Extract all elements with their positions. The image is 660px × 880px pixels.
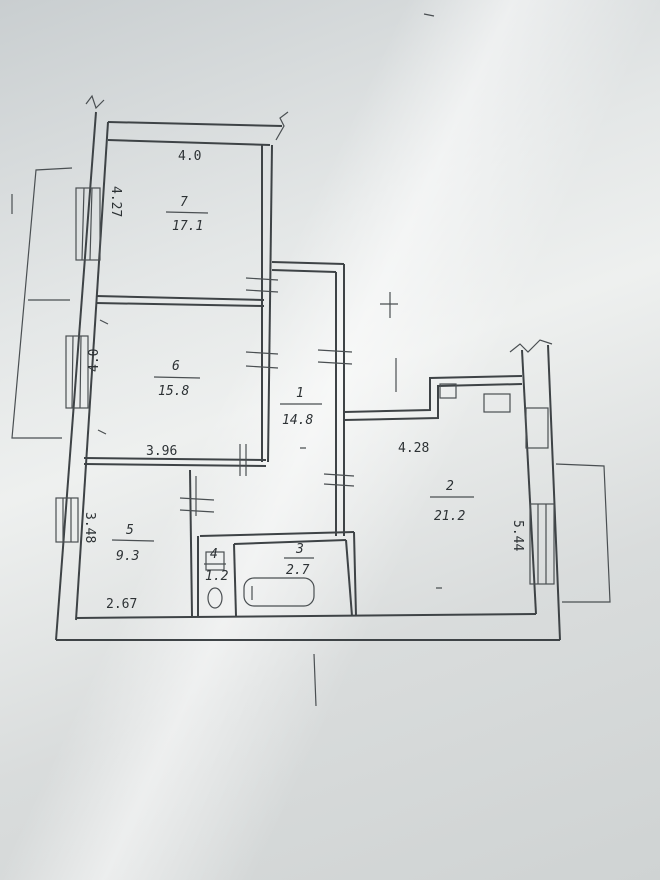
break-mark-top-left: [85, 94, 105, 110]
dim-room7-width: 4.0: [178, 149, 201, 164]
room-4-number: 4: [210, 547, 218, 562]
dimension-labels: 4.0 4.27 4.0 3.96 4.28 5.44 3.48 2.67: [82, 149, 525, 612]
balcony-right: [555, 463, 611, 603]
break-mark-right: [509, 339, 553, 353]
room-1-number: 1: [296, 386, 304, 401]
wall-corridor-top-b: [271, 269, 337, 273]
wall-room2-top-a: [343, 375, 523, 413]
wall-room2-right-b: [547, 344, 561, 641]
walls: [55, 111, 561, 641]
wall-6-5-a: [83, 457, 267, 461]
room-7-area: 17.1: [172, 219, 203, 234]
room-1-area: 14.8: [282, 413, 313, 428]
sink-icon: [439, 383, 457, 399]
dim-room6-width: 3.96: [146, 444, 177, 459]
window-room6: [65, 335, 89, 409]
dim-room7-depth: 4.27: [108, 186, 123, 217]
stove-icon: [483, 393, 511, 413]
outer-wall-top-inner: [107, 139, 271, 146]
outer-wall-top-outer: [107, 121, 283, 127]
wall-6-5-b: [83, 463, 267, 467]
room-3-area: 2.7: [286, 563, 310, 578]
dim-room2-width: 4.28: [398, 441, 429, 456]
toilet-icon: [207, 587, 223, 609]
wall-bath-right-a: [345, 539, 353, 617]
wall-corridor-top-a: [271, 261, 345, 265]
outer-wall-left-outer: [55, 111, 97, 641]
wall-room2-top-b: [343, 383, 523, 421]
break-marks: [85, 13, 553, 353]
wall-wc-right: [233, 543, 237, 617]
room-6-area: 15.8: [158, 384, 189, 399]
wall-room2-right-a: [521, 349, 537, 615]
room-2-number: 2: [446, 479, 454, 494]
room-labels: 7 17.1 6 15.8 1 14.8 2 21.2 5 9.3 4 1.2 …: [116, 195, 465, 584]
room-3-number: 3: [295, 542, 304, 557]
bathtub-icon: [243, 577, 315, 607]
wc-cistern-icon: [205, 551, 225, 571]
fixtures: [205, 383, 511, 609]
break-mark-top-right: [275, 111, 289, 141]
window-room7: [75, 187, 101, 261]
room-4-area: 1.2: [205, 569, 229, 584]
room-6-number: 6: [172, 359, 180, 374]
wall-room7-right-b: [267, 144, 273, 463]
outer-wall-bottom-inner: [75, 613, 537, 619]
room-5-number: 5: [126, 523, 134, 538]
balconies: [11, 167, 611, 603]
window-room2-upper: [525, 407, 549, 449]
window-room2-lower: [529, 503, 555, 585]
wall-bath-right-b: [353, 531, 357, 617]
section-marks: [11, 194, 442, 707]
wall-7-6-a: [95, 295, 265, 301]
balcony-left: [11, 167, 73, 439]
dim-room6-depth: 4.0: [87, 349, 102, 372]
dim-room5-width: 2.67: [106, 597, 137, 612]
door-marks: [97, 277, 355, 516]
window-room5: [55, 497, 79, 543]
room-7-number: 7: [180, 195, 188, 210]
dim-room5-depth: 3.48: [82, 512, 97, 543]
wall-bath-top-b: [233, 539, 347, 545]
room-5-area: 9.3: [116, 549, 139, 564]
wall-7-6-b: [95, 302, 265, 307]
room-2-area: 21.2: [434, 509, 465, 524]
outer-wall-left-inner: [75, 121, 109, 621]
stray-mark: [423, 13, 435, 17]
wall-room5-right: [189, 469, 193, 617]
wall-bath-top-a: [199, 531, 355, 537]
windows: [55, 187, 555, 585]
dim-room2-depth: 5.44: [510, 520, 525, 551]
label-fractions: [111, 211, 474, 565]
